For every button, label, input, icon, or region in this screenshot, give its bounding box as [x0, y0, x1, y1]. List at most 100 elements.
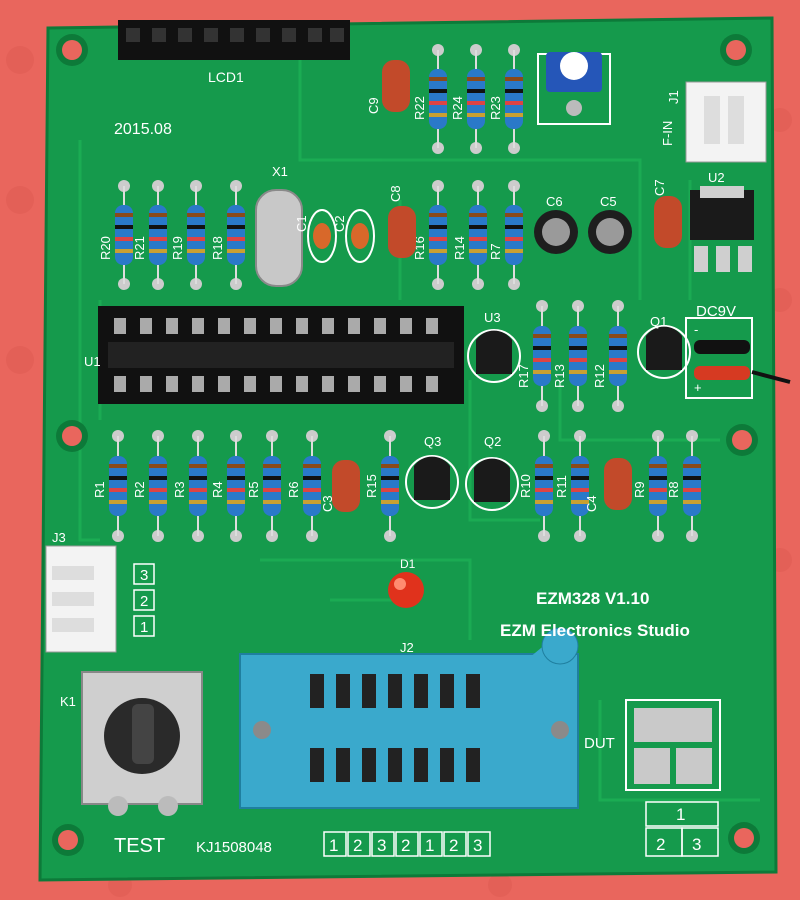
j3-pin-box [133, 563, 155, 585]
capacitor-c9 [382, 60, 410, 112]
resistor-r12 [609, 300, 627, 412]
label-r10: R10 [518, 474, 533, 498]
j1-label: J1 [666, 90, 681, 104]
label-r5: R5 [246, 481, 261, 498]
led-d1 [388, 572, 424, 608]
label-c5: C5 [600, 194, 617, 209]
dut-label: DUT [584, 735, 615, 752]
j2-label: J2 [400, 640, 414, 655]
bottom-pin-box [323, 831, 347, 857]
label-q2: Q2 [484, 434, 501, 449]
bottom-pin-box [347, 831, 371, 857]
k1-label: K1 [60, 694, 76, 709]
resistor-r9 [649, 430, 667, 542]
j3-pin-label: 2 [140, 593, 148, 610]
model-label: EZM328 V1.10 [536, 589, 649, 608]
resistor-r1 [109, 430, 127, 542]
resistor-r8 [683, 430, 701, 542]
label-r24: R24 [450, 96, 465, 120]
label-c8: C8 [388, 185, 403, 202]
test-label: TEST [114, 835, 165, 857]
bottom-pin-label: 1 [425, 836, 434, 855]
label-r15: R15 [364, 474, 379, 498]
resistor-r24 [467, 44, 485, 154]
j3-pin-label: 3 [140, 567, 148, 584]
d1-label: D1 [400, 557, 416, 571]
bottom-pin-label: 2 [401, 836, 410, 855]
bottom-pin-label: 3 [473, 836, 482, 855]
minus-label: - [694, 322, 698, 337]
fin-label: F-IN [660, 121, 675, 146]
dut-pin-box [681, 827, 719, 857]
dut-test-pads [625, 699, 721, 791]
capacitor-c8 [388, 206, 416, 258]
resistor-r21 [149, 180, 167, 290]
trimmer-potentiometer [537, 52, 611, 125]
label-r13: R13 [552, 364, 567, 388]
label-r22: R22 [412, 96, 427, 120]
label-r8: R8 [666, 481, 681, 498]
transistor-u3 [467, 329, 521, 383]
label-c1: C1 [294, 215, 309, 232]
resistor-r23 [505, 44, 523, 154]
dc9v-label: DC9V [696, 303, 736, 320]
resistor-r22 [429, 44, 447, 154]
mounting-holes [52, 34, 760, 856]
capacitor-c2 [345, 209, 375, 263]
label-r19: R19 [170, 236, 185, 260]
serial-label: KJ1508048 [196, 839, 272, 856]
resistor-r3 [189, 430, 207, 542]
label-c3: C3 [320, 495, 335, 512]
resistor-r19 [187, 180, 205, 290]
lcd-header [118, 20, 350, 60]
resistor-r7 [505, 180, 523, 290]
bottom-pin-label: 1 [329, 836, 338, 855]
bottom-pin-label: 3 [377, 836, 386, 855]
label-u3: U3 [484, 310, 501, 325]
crystal-x1 [255, 189, 303, 287]
resistor-r11 [571, 430, 589, 542]
resistor-r14 [469, 180, 487, 290]
label-c7: C7 [652, 179, 667, 196]
zif-socket-j2 [239, 627, 579, 809]
bottom-pin-box [443, 831, 467, 857]
resistor-r10 [535, 430, 553, 542]
capacitor-c4 [604, 458, 632, 510]
label-c9: C9 [366, 97, 381, 114]
capacitor-c3 [332, 460, 360, 512]
dut-pin-label: 3 [692, 835, 701, 854]
u1-label: U1 [84, 354, 101, 369]
bottom-pin-label: 2 [353, 836, 362, 855]
u1-ic-socket [98, 306, 464, 404]
label-r23: R23 [488, 96, 503, 120]
label-r17: R17 [516, 364, 531, 388]
transistor-q1 [637, 325, 691, 379]
electrolytic-capacitors [534, 210, 632, 254]
x1-label: X1 [272, 164, 288, 179]
label-r9: R9 [632, 481, 647, 498]
label-r4: R4 [210, 481, 225, 498]
j3-connector [45, 545, 117, 653]
resistor-r20 [115, 180, 133, 290]
label-c4: C4 [584, 495, 599, 512]
label-r3: R3 [172, 481, 187, 498]
j3-pin-box [133, 615, 155, 637]
capacitor-c1 [307, 209, 337, 263]
label-r1: R1 [92, 481, 107, 498]
u2-regulator [690, 186, 754, 272]
j1-connector [685, 81, 767, 163]
label-r7: R7 [488, 243, 503, 260]
dut-pin-box [645, 801, 719, 827]
bottom-pin-box [371, 831, 395, 857]
foam-texture [6, 46, 792, 897]
resistor-r5 [263, 430, 281, 542]
transistor-q3 [405, 455, 459, 509]
resistor-r16 [429, 180, 447, 290]
j3-pin-label: 1 [140, 619, 148, 636]
dut-pin-label: 1 [676, 805, 685, 824]
resistor-r6 [303, 430, 321, 542]
transistor-q2 [465, 457, 519, 511]
